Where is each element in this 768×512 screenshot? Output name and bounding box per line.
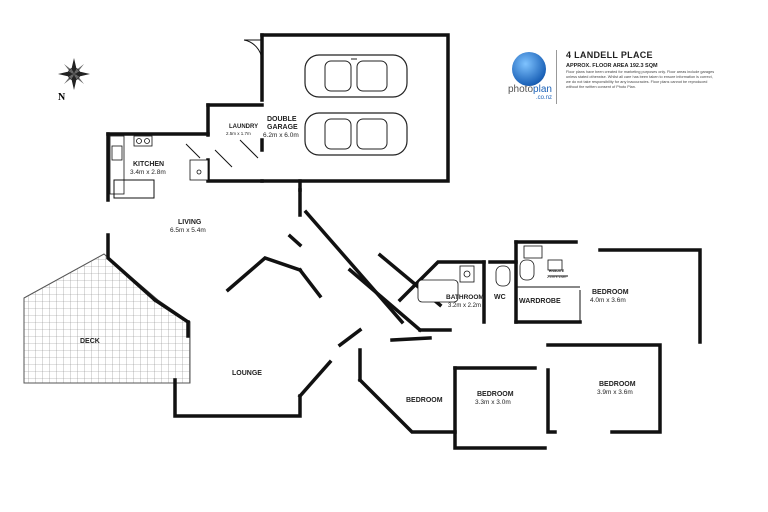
garage-label-1: DOUBLE	[267, 116, 297, 123]
wardrobe-label: WARDROBE	[519, 298, 561, 305]
ensuite-size: 2.1m x 1.6m	[547, 275, 566, 279]
kitchen-label: KITCHEN	[133, 161, 164, 168]
disclaimer-text: Floor plans have been created for market…	[566, 70, 715, 89]
kitchen-fixtures	[109, 135, 209, 199]
brand-wordmark: photoplan	[508, 84, 552, 95]
garage-label-2: GARAGE	[267, 124, 298, 131]
master-bedroom-size: 4.0m x 3.6m	[590, 297, 626, 304]
bedroom-2-label: BEDROOM	[477, 391, 514, 398]
bedroom-wing-walls	[337, 240, 702, 450]
bathroom-size: 3.2m x 2.2m	[448, 303, 481, 309]
header-divider	[556, 50, 557, 104]
car-icon	[304, 54, 408, 98]
garage-walls	[243, 33, 450, 183]
laundry-walls	[206, 103, 264, 183]
photoplan-logo: photoplan .co.nz	[508, 48, 558, 104]
bedroom-3-label: BEDROOM	[599, 381, 636, 388]
wc-label: WC	[494, 294, 506, 301]
car-icon	[304, 112, 408, 156]
property-title: 4 LANDELL PLACE	[566, 50, 653, 60]
bedroom-3-size: 3.9m x 3.6m	[597, 389, 633, 396]
plan-header: photoplan .co.nz 4 LANDELL PLACE APPROX.…	[508, 48, 718, 108]
bathroom-fixtures	[417, 245, 581, 322]
kitchen-size: 3.4m x 2.8m	[130, 169, 166, 176]
brand-suffix: .co.nz	[536, 95, 553, 101]
deck-label: DECK	[80, 338, 100, 345]
master-bedroom-label: BEDROOM	[592, 289, 629, 296]
garage-size: 6.2m x 6.0m	[263, 132, 299, 139]
logo-globe-icon	[512, 52, 546, 86]
bedroom-label: BEDROOM	[406, 397, 443, 404]
living-label: LIVING	[178, 219, 202, 226]
laundry-size: 2.5m x 1.7m	[226, 131, 251, 136]
ensuite-label: ENSUITE	[549, 269, 565, 273]
north-label: N	[58, 92, 66, 103]
compass-rose-icon	[58, 58, 90, 90]
deck-area	[23, 253, 191, 384]
living-walls	[106, 132, 405, 418]
lounge-label: LOUNGE	[232, 370, 262, 377]
bedroom-2-size: 3.3m x 3.0m	[475, 399, 511, 406]
living-size: 6.5m x 5.4m	[170, 227, 206, 234]
floor-area: APPROX. FLOOR AREA 192.3 SQM	[566, 63, 658, 69]
bathroom-label: BATHROOM	[446, 294, 484, 301]
laundry-label: LAUNDRY	[229, 124, 258, 130]
